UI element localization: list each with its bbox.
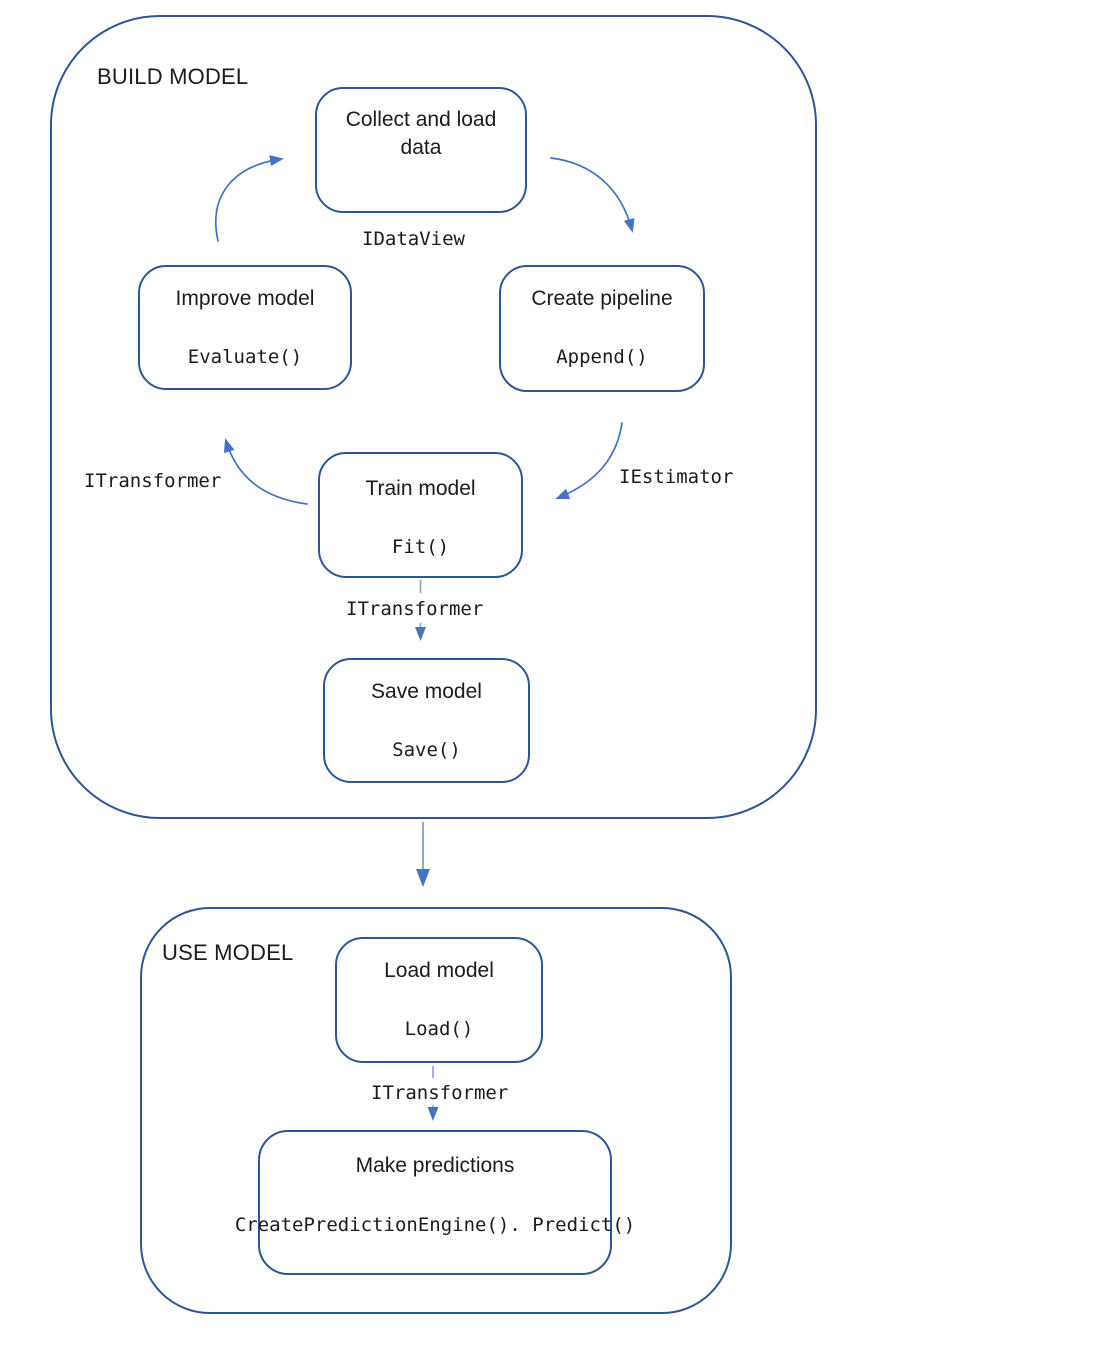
box-improve-model-title: Improve model bbox=[175, 287, 315, 310]
box-make-predictions: Make predictions CreatePredictionEngine(… bbox=[235, 1130, 635, 1275]
box-train-model-code: Fit() bbox=[391, 536, 450, 558]
box-save-model: Save model Save() bbox=[323, 658, 530, 783]
box-improve-model-code: Evaluate() bbox=[187, 346, 303, 368]
box-save-model-code: Save() bbox=[392, 739, 461, 761]
box-train-model: Train model Fit() bbox=[318, 452, 523, 578]
box-save-model-title: Save model bbox=[371, 680, 482, 703]
box-collect-title-line2: data bbox=[400, 136, 442, 159]
itransformer-save-label: ITransformer bbox=[346, 598, 484, 620]
box-load-model-code: Load() bbox=[404, 1018, 474, 1040]
box-create-pipeline-title: Create pipeline bbox=[531, 287, 673, 310]
box-create-pipeline: Create pipeline Append() bbox=[499, 265, 705, 392]
box-make-predictions-code-line1: CreatePredictionEngine(). bbox=[234, 1214, 521, 1236]
box-collect-and-load-data: Collect and load data bbox=[315, 87, 527, 213]
build-model-label: BUILD MODEL bbox=[97, 64, 249, 89]
box-improve-model: Improve model Evaluate() bbox=[138, 265, 352, 390]
itransformer-load-label: ITransformer bbox=[371, 1082, 509, 1104]
build-model-container bbox=[50, 15, 817, 819]
idataview-label: IDataView bbox=[362, 228, 465, 250]
box-collect-and-load-data-title: Collect and load data bbox=[346, 106, 497, 162]
box-make-predictions-code: CreatePredictionEngine(). Predict() bbox=[235, 1213, 635, 1237]
use-model-label: USE MODEL bbox=[162, 940, 294, 965]
box-load-model: Load model Load() bbox=[335, 937, 543, 1063]
box-load-model-title: Load model bbox=[384, 959, 494, 982]
itransformer-cycle-label: ITransformer bbox=[84, 470, 222, 492]
box-make-predictions-code-line2: Predict() bbox=[532, 1214, 636, 1236]
box-make-predictions-title: Make predictions bbox=[355, 1154, 515, 1177]
box-create-pipeline-code: Append() bbox=[556, 346, 648, 368]
box-train-model-title: Train model bbox=[365, 477, 476, 500]
iestimator-label: IEstimator bbox=[619, 466, 734, 488]
use-model-container bbox=[140, 907, 732, 1314]
box-collect-title-line1: Collect and load bbox=[345, 108, 497, 131]
